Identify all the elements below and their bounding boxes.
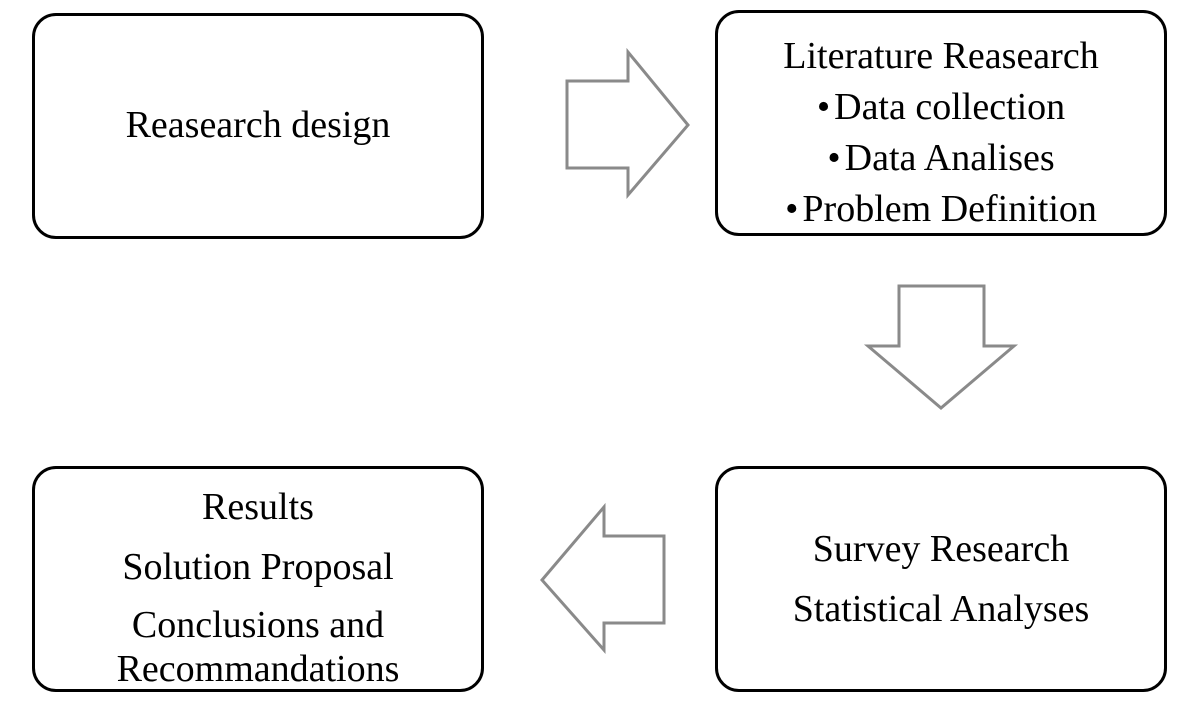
survey-research-label: Survey Research [812,528,1070,570]
survey-research-box: Survey Research Statistical Analyses [715,466,1167,692]
recommandations-label: Recommandations [116,648,400,690]
conclusions-label: Conclusions and [131,604,385,646]
bullet-glyph: • [816,86,831,128]
bullet-glyph: • [827,137,841,179]
arrow-right-icon [565,47,690,200]
research-design-label: Reasearch design [125,104,391,147]
literature-research-title: Literature Reasearch [783,35,1099,77]
literature-item-data-analises: •Data Analises [827,133,1054,184]
literature-item-problem-definition: •Problem Definition [785,184,1097,235]
results-box: Results Solution Proposal Conclusions an… [32,466,484,692]
literature-item-label: Problem Definition [802,188,1097,230]
solution-proposal-label: Solution Proposal [122,546,394,588]
bullet-glyph: • [785,188,799,230]
literature-item-label: Data collection [834,86,1066,128]
arrow-left-icon [540,502,666,654]
statistical-analyses-label: Statistical Analyses [792,588,1090,630]
results-label: Results [202,486,314,528]
literature-item-data-collection: •Data collection [817,82,1065,133]
literature-item-label: Data Analises [844,137,1055,179]
literature-research-box: Literature Reasearch •Data collection •D… [715,10,1167,236]
arrow-down-icon [863,284,1019,410]
research-design-box: Reasearch design [32,13,484,239]
